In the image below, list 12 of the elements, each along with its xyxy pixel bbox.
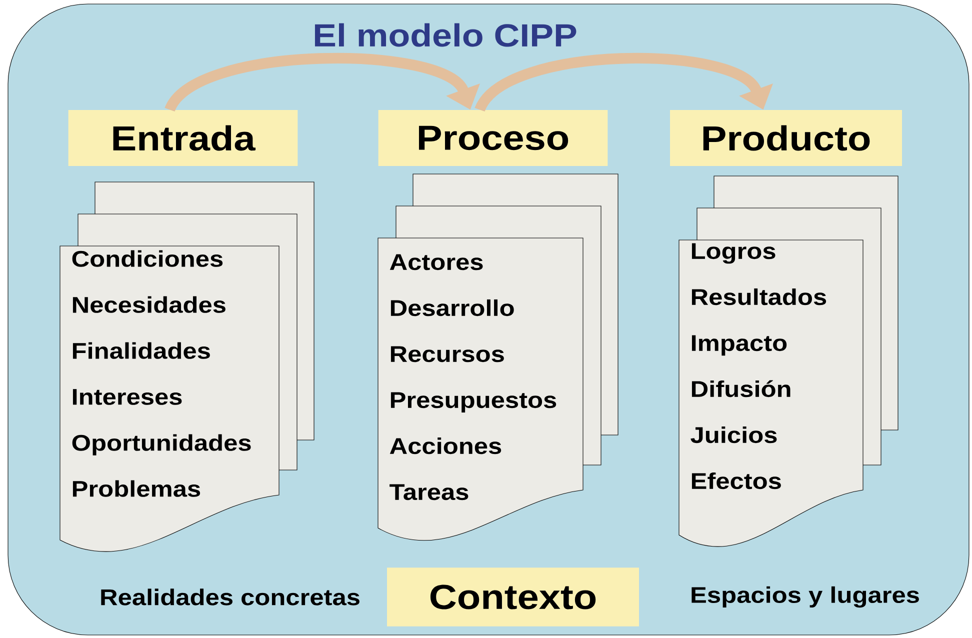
document-stack: Actores Desarrollo Recursos Presupuestos Acciones Tareas xyxy=(378,174,618,541)
document-stack: Condiciones Necesidades Finalidades Intereses Oportunidades Problemas xyxy=(60,182,314,552)
curved-arrow xyxy=(475,53,773,113)
title: El modelo CIPP xyxy=(314,23,576,47)
caption-text: Espacios y lugares xyxy=(692,586,919,608)
curved-arrow xyxy=(165,53,480,113)
heading-box: Producto xyxy=(670,110,902,166)
document-stack: Logros Resultados Impacto Difusión Juicios Efectos xyxy=(678,176,898,547)
caption-text: Realidades concretas xyxy=(101,588,360,606)
heading-box: Proceso xyxy=(378,110,608,166)
heading-box: Contexto xyxy=(387,568,639,626)
heading-box: Entrada xyxy=(68,110,298,166)
